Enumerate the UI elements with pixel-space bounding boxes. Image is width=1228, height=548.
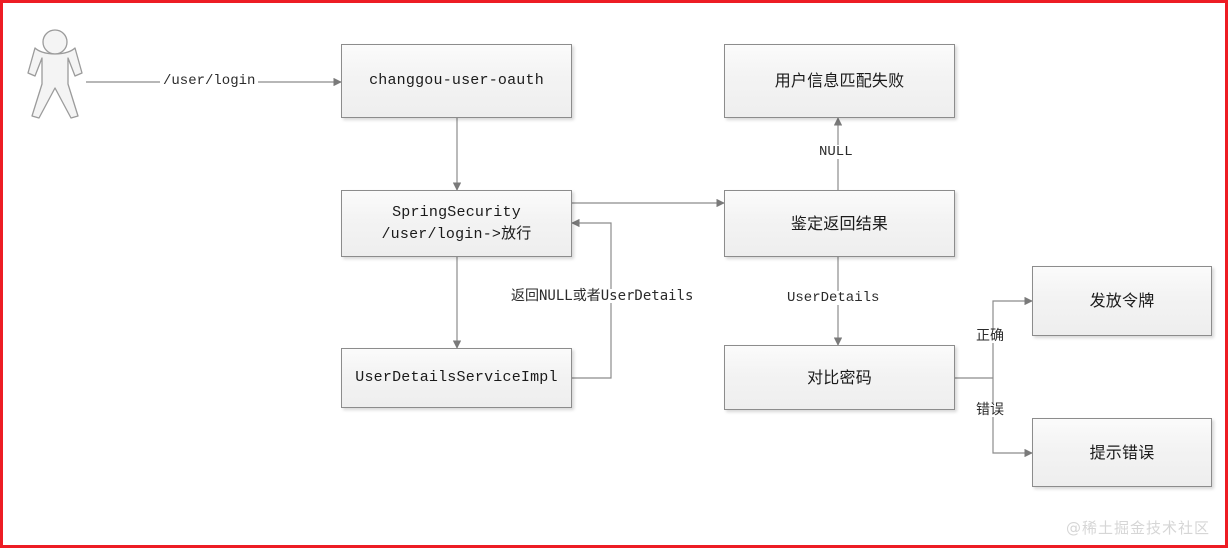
edge-label-null: NULL: [816, 145, 856, 159]
node-auth-return-result[interactable]: 鉴定返回结果: [724, 190, 955, 257]
edge-label-correct: 正确: [973, 329, 1007, 343]
user-actor-icon: [27, 29, 83, 119]
edge-label-userdetails: UserDetails: [784, 291, 883, 305]
watermark: @稀土掘金技术社区: [1065, 519, 1210, 537]
node-issue-token[interactable]: 发放令牌: [1032, 266, 1212, 336]
node-label: 发放令牌: [1089, 291, 1155, 311]
node-userdetailsserviceimpl[interactable]: UserDetailsServiceImpl: [341, 348, 572, 408]
node-label: changgou-user-oauth: [369, 72, 544, 90]
edge-label-return-null-or-userdetails: 返回NULL或者UserDetails: [508, 289, 697, 303]
node-label: 对比密码: [807, 367, 872, 387]
edge-label-user-login: /user/login: [160, 74, 259, 88]
edge-compare-to-token: [992, 296, 1033, 378]
edge-label-wrong: 错误: [973, 403, 1007, 417]
node-user-info-match-failed[interactable]: 用户信息匹配失败: [724, 44, 955, 118]
node-compare-password[interactable]: 对比密码: [724, 345, 955, 410]
node-label: 用户信息匹配失败: [774, 71, 905, 91]
node-show-error[interactable]: 提示错误: [1032, 418, 1212, 487]
node-label: SpringSecurity /user/login->放行: [381, 203, 532, 243]
node-springsecurity[interactable]: SpringSecurity /user/login->放行: [341, 190, 572, 257]
node-label: 鉴定返回结果: [790, 213, 889, 233]
node-changgou-user-oauth[interactable]: changgou-user-oauth: [341, 44, 572, 118]
node-label: 提示错误: [1089, 442, 1155, 462]
node-label: UserDetailsServiceImpl: [355, 369, 558, 387]
